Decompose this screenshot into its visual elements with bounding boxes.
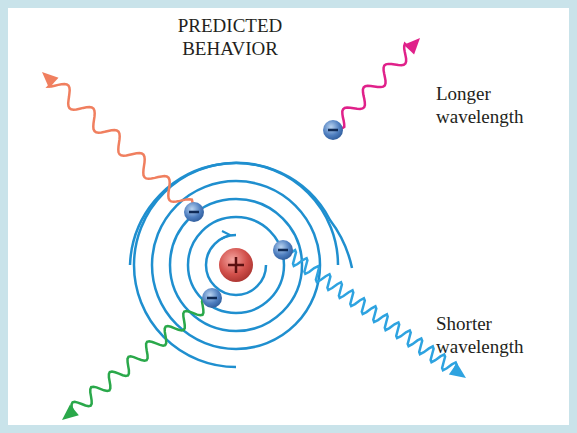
minus-sign (278, 249, 288, 252)
minus-sign (207, 297, 217, 300)
arrow-head (449, 363, 466, 378)
wavelength-label: Longer wavelength (436, 82, 556, 128)
wavelength-label: Shorter wavelength (436, 312, 556, 358)
light-wave (49, 82, 195, 212)
minus-sign (189, 211, 199, 214)
electron (323, 120, 343, 140)
arrow-head (42, 72, 59, 88)
minus-sign (328, 129, 338, 132)
electron (273, 240, 293, 260)
arrow-head (62, 404, 79, 420)
panel (8, 8, 569, 425)
heading: PREDICTED BEHAVIOR (150, 14, 310, 60)
arrow-head (404, 38, 420, 54)
light-wave (333, 44, 410, 130)
electron (184, 202, 204, 222)
light-wave (283, 250, 457, 370)
electron (202, 288, 222, 308)
light-wave (72, 298, 212, 411)
